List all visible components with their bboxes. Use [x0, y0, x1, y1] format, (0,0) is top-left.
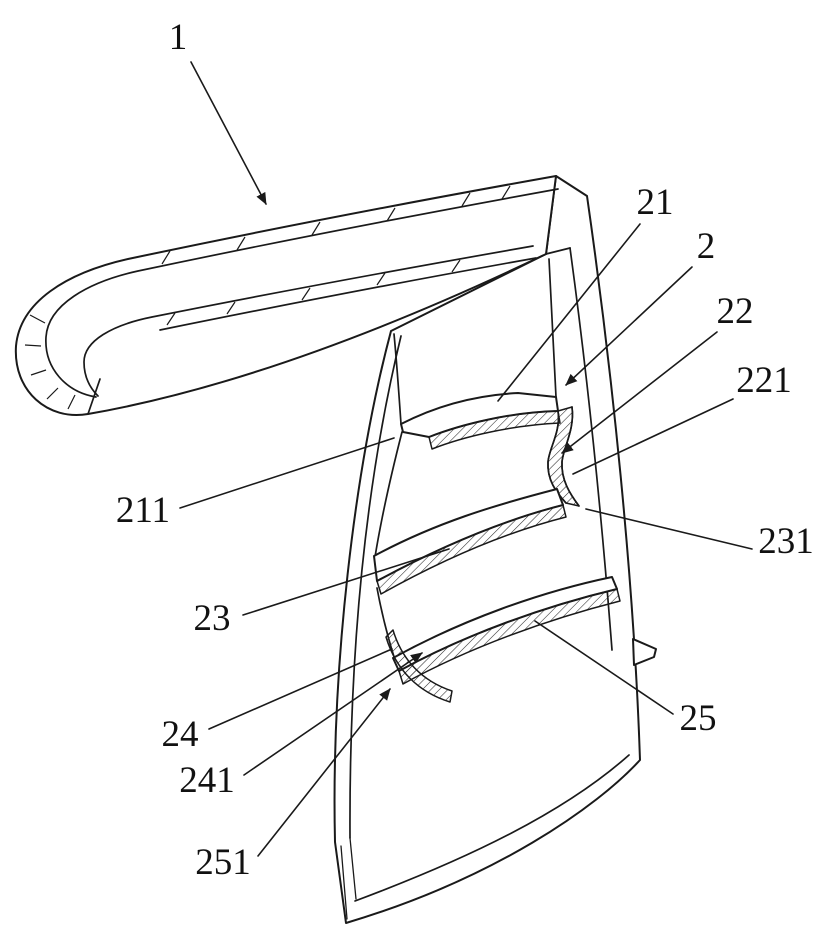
bottom-left-sliver-line-2	[349, 837, 357, 900]
bottom-left-sliver-line-1	[340, 845, 348, 920]
ref-label-251: 251	[195, 842, 251, 883]
body-inner-left-wall-line	[349, 335, 402, 839]
hook-outline	[14, 175, 557, 416]
leader-ref-25	[534, 620, 674, 715]
body-bottom-inner-curve	[354, 754, 630, 902]
reference-numerals: 1 21 2 22 221 211 231 23 24 25 241 251	[116, 17, 814, 883]
ref-label-211: 211	[116, 490, 170, 531]
ref-label-2: 2	[697, 226, 716, 267]
hook-fold-line-3	[159, 257, 537, 331]
leader-ref-211	[179, 437, 395, 509]
ref-label-231: 231	[758, 521, 814, 562]
ref-label-24: 24	[162, 714, 199, 755]
leader-ref-251	[257, 688, 391, 857]
hook-fold-line-2	[83, 245, 534, 397]
leader-ref-24	[208, 648, 393, 730]
hook-fold-line-1	[45, 188, 559, 398]
shelf-23-front-edge-hatch	[376, 504, 567, 595]
leader-ref-2	[565, 266, 693, 386]
ref-label-22: 22	[717, 291, 754, 332]
leader-ref-221	[572, 398, 734, 475]
hook-tip-end-face	[87, 378, 101, 415]
body-outline	[333, 175, 641, 924]
rib-above-shelf21-left	[393, 333, 402, 425]
leader-ref-241	[243, 652, 423, 776]
leader-ref-21	[497, 223, 641, 402]
throat-22-rear-curve	[561, 406, 580, 507]
cup-24-hatch-band	[385, 629, 453, 703]
leader-ref-231	[585, 508, 753, 550]
leader-lines	[179, 61, 753, 857]
ref-label-1: 1	[169, 17, 188, 58]
leader-ref-22	[561, 331, 718, 454]
ref-label-21: 21	[637, 182, 674, 223]
rib-between-shelf21-23	[374, 431, 403, 558]
body-top-face-edge	[545, 247, 571, 255]
ref-label-25: 25	[680, 698, 717, 739]
leader-ref-23	[242, 548, 450, 616]
ref-label-23: 23	[194, 598, 231, 639]
hook-hatch-ticks	[24, 185, 511, 410]
right-wall-tab	[632, 638, 657, 666]
ref-label-221: 221	[736, 360, 792, 401]
shelf-25-front-edge-hatch	[398, 588, 621, 685]
leader-ref-1	[190, 61, 267, 205]
ref-label-241: 241	[179, 760, 235, 801]
